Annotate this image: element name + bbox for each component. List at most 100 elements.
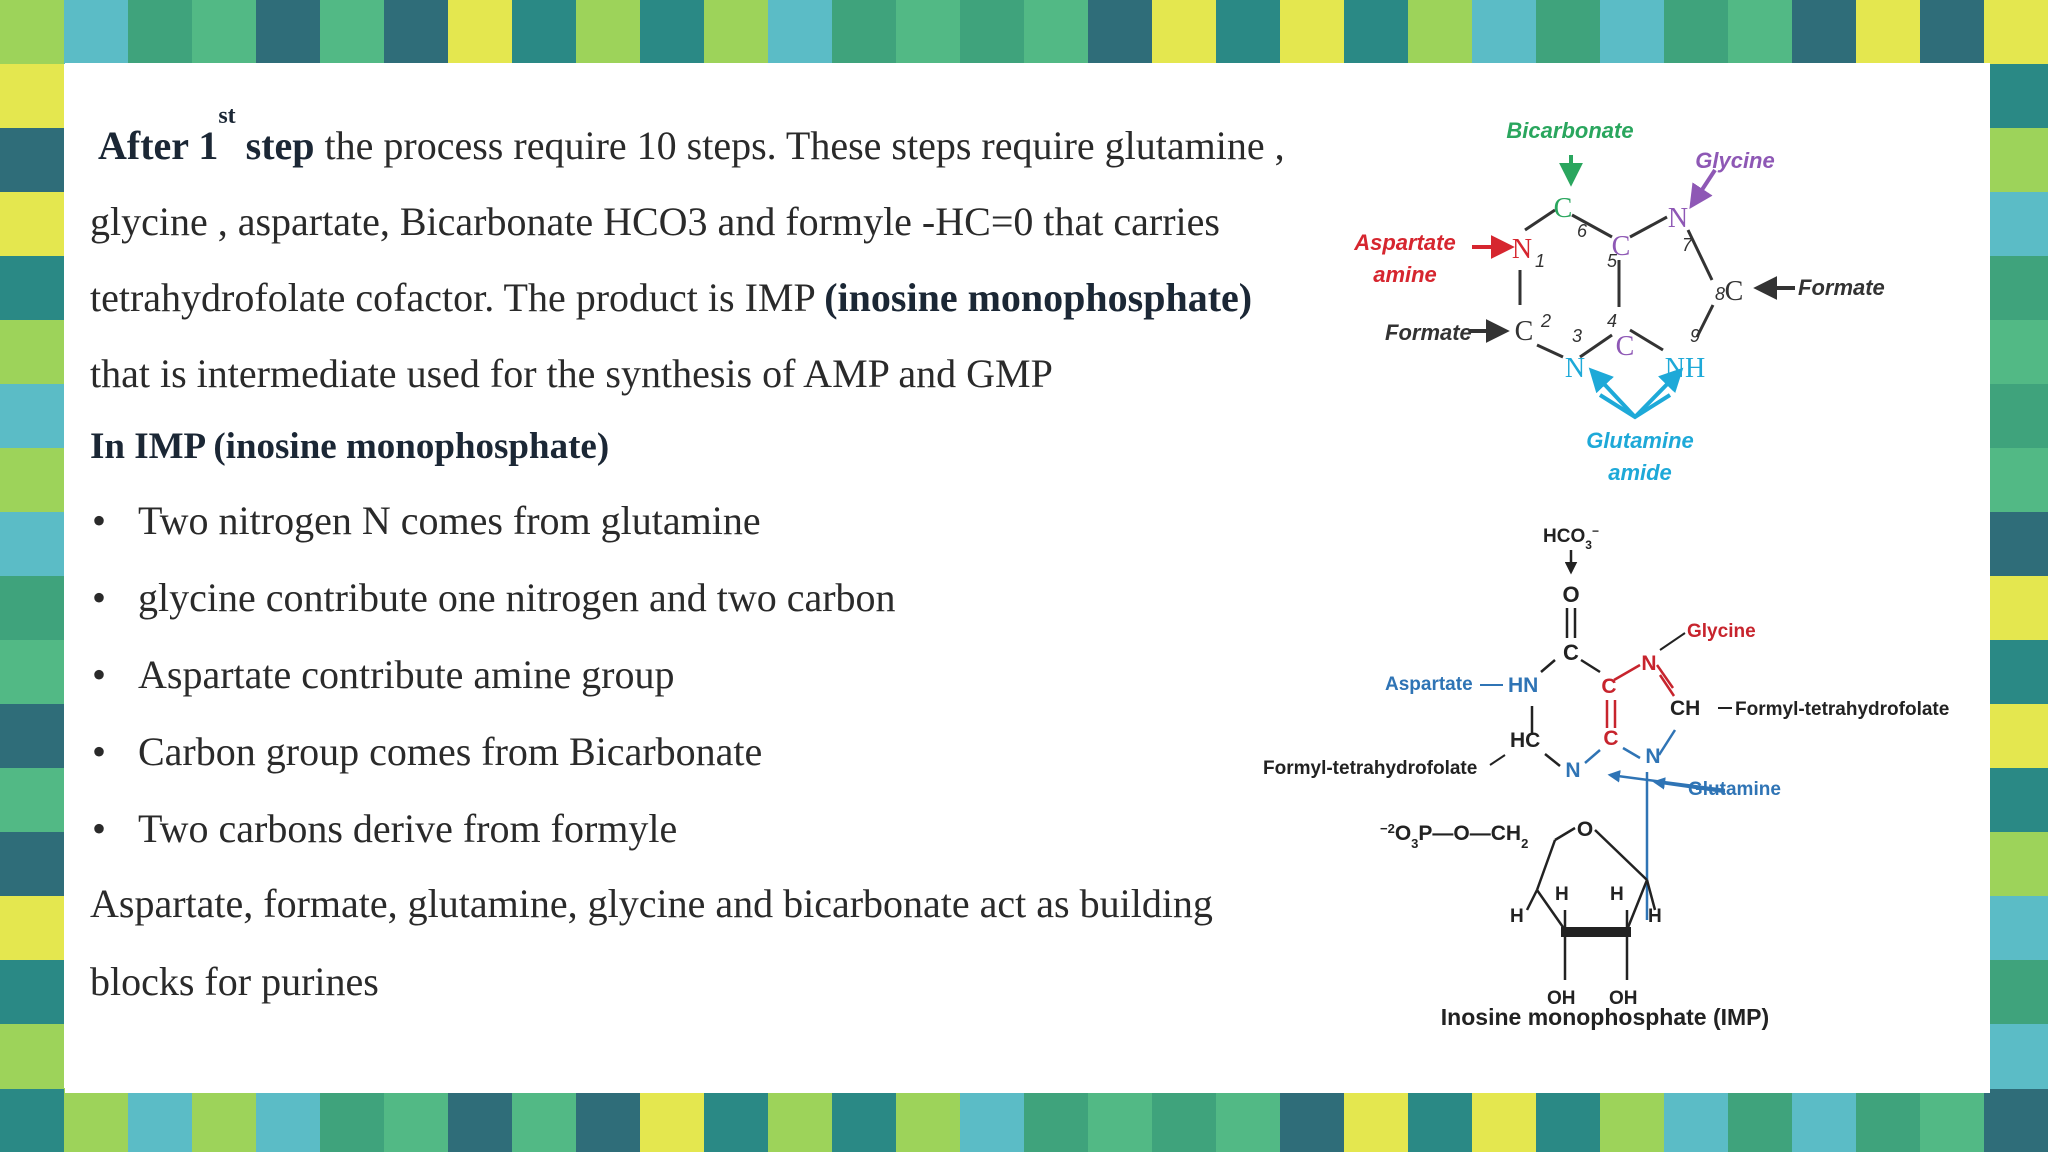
- border-tile: [128, 0, 193, 64]
- bullet-text: glycine contribute one nitrogen and two …: [138, 575, 896, 620]
- border-tile: [0, 0, 65, 64]
- border-tile: [1920, 0, 1985, 64]
- ring-bonds: [1518, 208, 1715, 359]
- border-tile: [832, 1088, 897, 1152]
- border-tile: [1088, 0, 1153, 64]
- border-tile: [1984, 320, 2048, 385]
- border-tile: [0, 704, 64, 769]
- border-tile: [576, 1088, 641, 1152]
- border-tile: [1984, 1088, 2048, 1152]
- border-tile: [512, 1088, 577, 1152]
- bullet-item: • Aspartate contribute amine group: [90, 636, 1290, 713]
- border-tile: [1472, 1088, 1537, 1152]
- label-aspartate: Aspartate: [1353, 230, 1455, 255]
- border-tile: [0, 192, 64, 257]
- bullet-item: •Two nitrogen N comes from glutamine: [90, 482, 1290, 559]
- border-tile: [256, 1088, 321, 1152]
- phosphate-chain: P—O—CH: [1418, 822, 1521, 845]
- bullet-item: •glycine contribute one nitrogen and two…: [90, 559, 1290, 636]
- formyl-left-pointer: [1489, 754, 1506, 766]
- bullet-glyph: •: [92, 498, 107, 543]
- phosphate-sub2: 2: [1521, 836, 1528, 851]
- phosphate-o: O: [1395, 822, 1411, 845]
- label-formyl-right: Formyl-tetrahydrofolate: [1735, 699, 1949, 720]
- bullet-text: Carbon group comes from Bicarbonate: [138, 729, 763, 774]
- border-tile: [1984, 1024, 2048, 1089]
- glycine-arrow: [1689, 168, 1717, 210]
- atom-ch: CH: [1670, 697, 1700, 720]
- bullet-glyph: •: [92, 652, 107, 697]
- atom-ring-o: O: [1577, 818, 1593, 841]
- border-tile: [320, 1088, 385, 1152]
- ordinal-superscript: st: [218, 103, 236, 129]
- bullet-text: Aspartate contribute amine group: [138, 652, 675, 697]
- bullet-item: •Two carbons derive from formyle: [90, 790, 1290, 867]
- border-tile: [1664, 0, 1729, 64]
- border-tile: [1728, 1088, 1793, 1152]
- border-tile: [64, 1088, 129, 1152]
- atom-hn: HN: [1508, 674, 1538, 697]
- border-tile: [0, 128, 64, 193]
- imp-structure-diagram: HCO3− O C Glycine Aspartate HN C N CH Fo…: [1263, 524, 1949, 1030]
- border-tile: [896, 1088, 961, 1152]
- border-tile: [1984, 768, 2048, 833]
- border-tile: [0, 384, 64, 449]
- phosphate-group: −2O3P—O—CH2: [1380, 821, 1528, 851]
- atom-c6-top: C: [1563, 640, 1579, 665]
- phosphate-sub3: 3: [1411, 836, 1418, 851]
- border-tile: [1984, 704, 2048, 769]
- border-tile: [1920, 1088, 1985, 1152]
- label-glycine-imp: Glycine: [1687, 621, 1756, 642]
- border-tile: [1600, 0, 1665, 64]
- label-aspartate-imp: Aspartate: [1385, 674, 1473, 695]
- border-tile: [960, 0, 1025, 64]
- imp-ring-bonds: [1530, 658, 1601, 767]
- border-tile: [320, 0, 385, 64]
- atom-c4: C: [1616, 331, 1635, 362]
- label-glycine: Glycine: [1695, 148, 1774, 173]
- slide-text-column: After 1st step the process require 10 st…: [90, 104, 1290, 1021]
- ribose-h: H: [1510, 906, 1524, 927]
- border-tile: [0, 960, 64, 1025]
- border-tile: [768, 1088, 833, 1152]
- atom-n3-imp: N: [1565, 759, 1580, 782]
- border-tile: [1280, 0, 1345, 64]
- border-tile: [1088, 1088, 1153, 1152]
- imp-red-bonds: [1605, 663, 1676, 728]
- border-tile: [896, 0, 961, 64]
- slide-content-panel: [65, 63, 1990, 1093]
- bullet-glyph: •: [92, 729, 107, 774]
- border-tile: [0, 896, 64, 961]
- border-tile: [1984, 0, 2048, 64]
- glycine-pointer: [1659, 632, 1686, 651]
- border-tile: [0, 1088, 65, 1152]
- ribose-oh: OH: [1609, 988, 1638, 1009]
- hco3-text: HCO: [1543, 526, 1585, 547]
- border-tile: [1984, 384, 2048, 449]
- border-tile: [0, 320, 64, 385]
- ribose-h: H: [1648, 906, 1662, 927]
- ring-number: 4: [1607, 311, 1617, 331]
- border-tile: [1280, 1088, 1345, 1152]
- bullet-list: •Two nitrogen N comes from glutamine •gl…: [90, 482, 1290, 867]
- ring-numbers: 1 2 3 4 5 6 7 8 9: [1535, 221, 1725, 346]
- ribose-h: H: [1555, 884, 1569, 905]
- atom-c5: C: [1612, 231, 1631, 262]
- label-amine: amine: [1373, 262, 1437, 287]
- atom-c5-imp: C: [1601, 675, 1616, 698]
- atom-nh9: NH: [1665, 353, 1705, 384]
- border-tile: [1984, 640, 2048, 705]
- intro-text-2: that is intermediate used for the synthe…: [90, 351, 1053, 396]
- ring-number: 2: [1540, 311, 1551, 331]
- border-tile: [1408, 0, 1473, 64]
- ring-number: 1: [1535, 251, 1545, 271]
- ribose-bonds: [1525, 826, 1657, 980]
- bullet-item: • Carbon group comes from Bicarbonate: [90, 713, 1290, 790]
- label-amide: amide: [1608, 460, 1672, 485]
- ribose-oh: OH: [1547, 988, 1576, 1009]
- border-tile: [1216, 1088, 1281, 1152]
- ribose-h: H: [1610, 884, 1624, 905]
- border-tile: [1536, 1088, 1601, 1152]
- border-tile: [1472, 0, 1537, 64]
